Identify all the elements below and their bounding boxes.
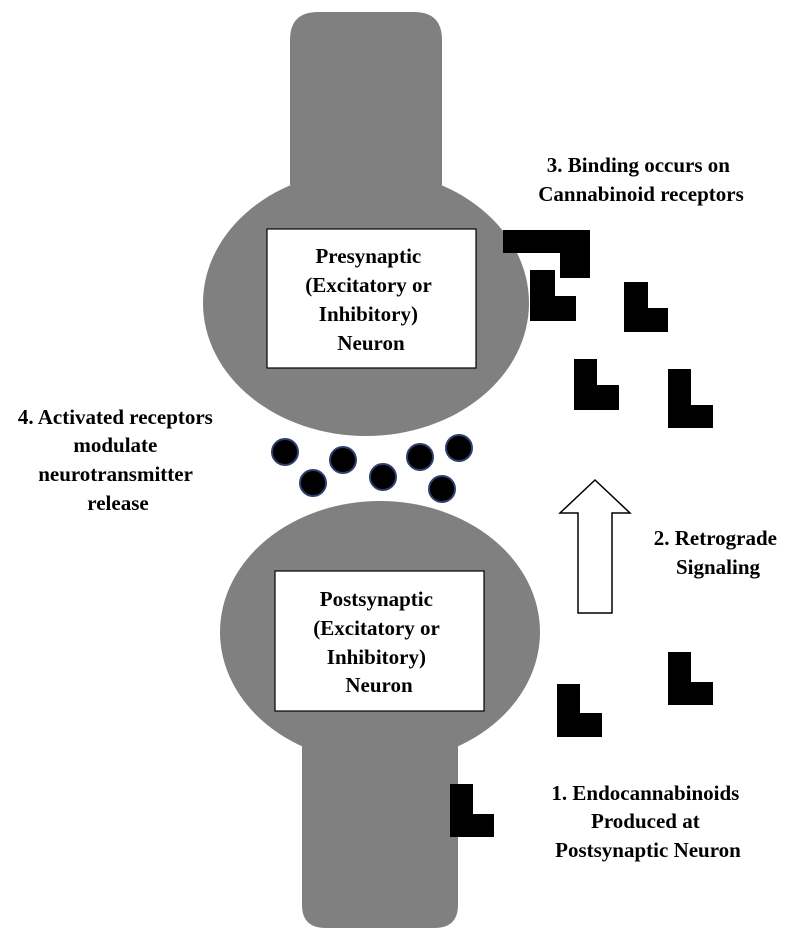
step-2-caption: 2. Retrograde Signaling xyxy=(654,526,783,579)
step-2-line: 2. Retrograde xyxy=(654,526,777,550)
endocannabinoids xyxy=(450,270,713,837)
vesicle xyxy=(369,463,397,491)
vesicle xyxy=(271,438,299,466)
step-1-line: Produced at xyxy=(591,809,700,833)
svg-text:Presynaptic (Excitatory: Presynaptic (Excitatory or Inhibitory) N… xyxy=(305,244,436,355)
endocannabinoid xyxy=(668,652,713,705)
vesicle xyxy=(299,469,327,497)
vesicle xyxy=(406,443,434,471)
presynaptic-neuron xyxy=(203,12,529,436)
vesicle xyxy=(428,475,456,503)
postsynaptic-label-box: Postsynaptic (Excitatory or Inhibitory) … xyxy=(274,570,485,712)
step-2-line: Signaling xyxy=(676,555,761,579)
endocannabinoid xyxy=(574,359,619,410)
postsynaptic-neuron xyxy=(220,501,540,928)
step-3-caption: 3. Binding occurs on Cannabinoid recepto… xyxy=(538,153,744,206)
postsynaptic-label-line: Neuron xyxy=(345,673,413,697)
svg-text:Postsynaptic (Excitatory: Postsynaptic (Excitatory or Inhibitory) … xyxy=(313,587,444,697)
step-4-line: 4. Activated receptors xyxy=(18,405,213,429)
endocannabinoid xyxy=(530,270,576,321)
postsynaptic-label-line: (Excitatory or xyxy=(313,616,439,640)
retrograde-arrow xyxy=(558,478,632,614)
endocannabinoid xyxy=(624,282,668,332)
endocannabinoid xyxy=(450,784,494,837)
step-3-line: 3. Binding occurs on xyxy=(547,153,731,177)
step-1-caption: 1. Endocannabinoids Produced at Postsyna… xyxy=(551,781,744,862)
endocannabinoid xyxy=(557,684,602,737)
step-4-line: neurotransmitter xyxy=(38,462,192,486)
endocannabinoid xyxy=(668,369,713,428)
step-1-line: Postsynaptic Neuron xyxy=(555,838,741,862)
postsynaptic-label-line: Inhibitory) xyxy=(327,645,426,669)
presynaptic-label-line: (Excitatory or xyxy=(305,273,431,297)
cannabinoid-receptor-shape xyxy=(503,230,590,278)
presynaptic-label-line: Presynaptic xyxy=(315,244,421,268)
presynaptic-label-line: Inhibitory) xyxy=(319,302,418,326)
vesicle xyxy=(445,434,473,462)
step-4-caption: 4. Activated receptors modulate neurotra… xyxy=(18,405,218,515)
step-4-line: release xyxy=(87,491,148,515)
neurotransmitter-vesicles xyxy=(271,434,473,503)
vesicle xyxy=(329,446,357,474)
step-4-line: modulate xyxy=(73,433,157,457)
presynaptic-label-box: Presynaptic (Excitatory or Inhibitory) N… xyxy=(266,228,477,369)
step-3-line: Cannabinoid receptors xyxy=(538,182,744,206)
step-1-line: 1. Endocannabinoids xyxy=(551,781,739,805)
presynaptic-label-line: Neuron xyxy=(337,331,405,355)
postsynaptic-label-line: Postsynaptic xyxy=(320,587,433,611)
